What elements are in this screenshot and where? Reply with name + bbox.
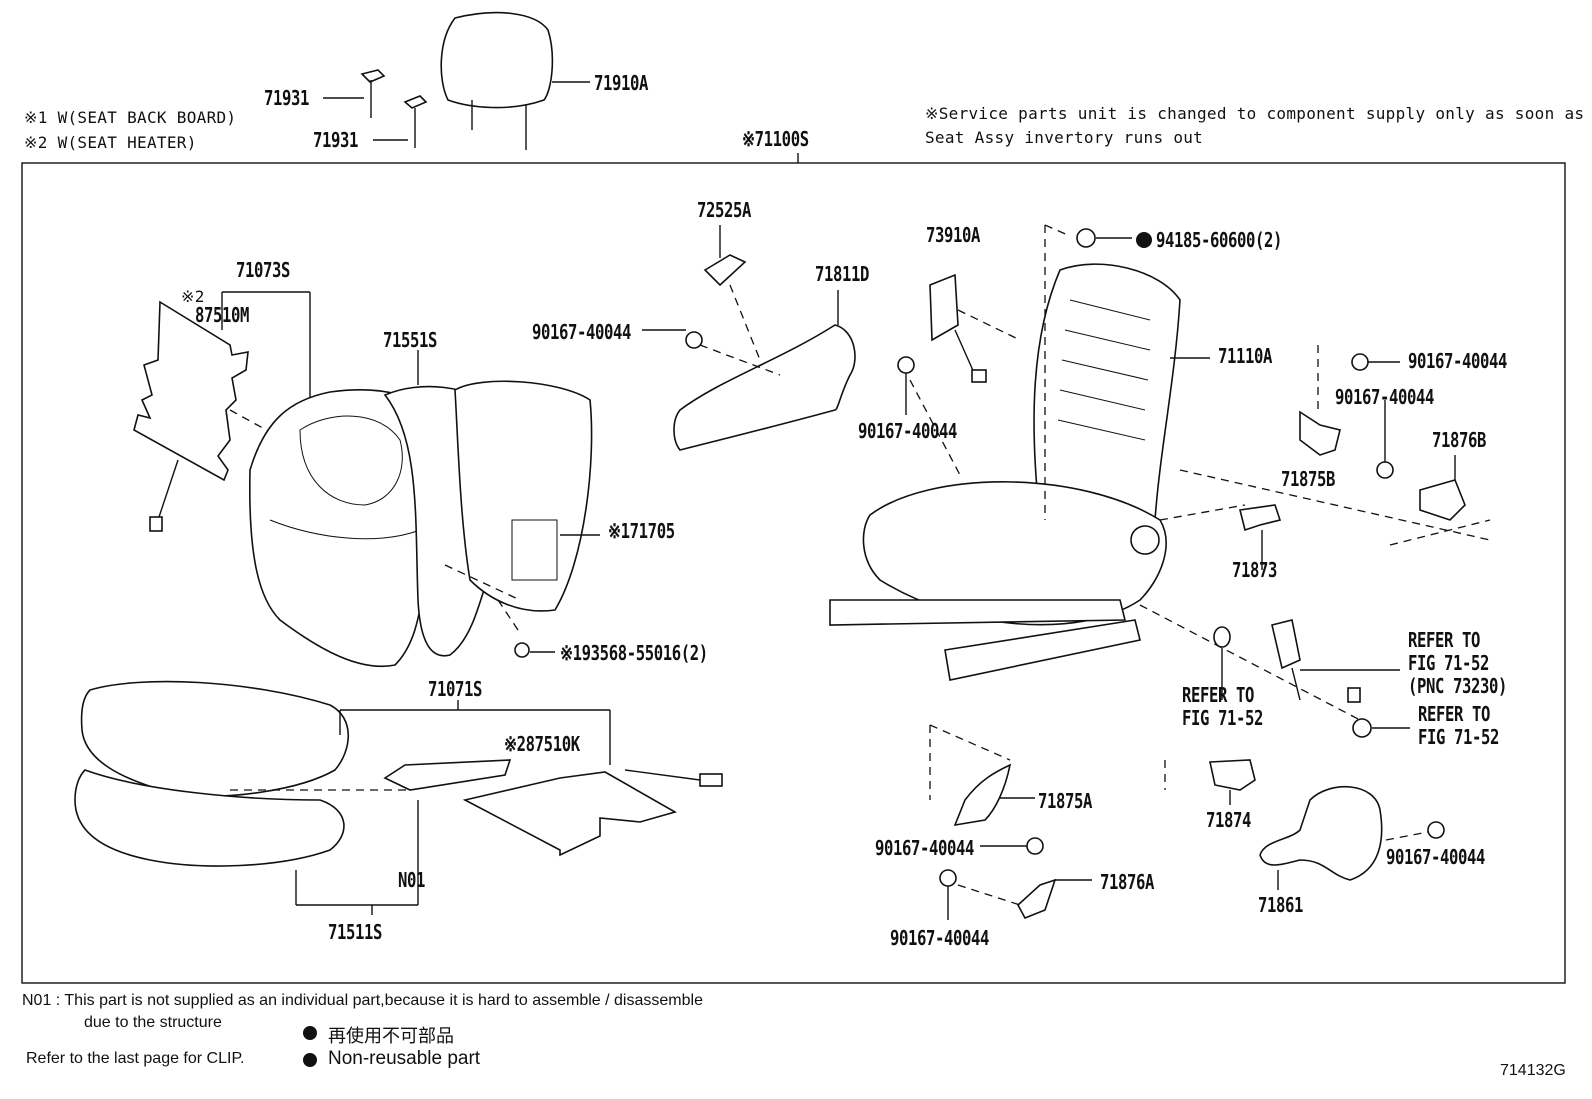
part-90167-40044-g[interactable]: 90167-40044 bbox=[1386, 845, 1486, 869]
part-71875A[interactable]: 71875A bbox=[1038, 789, 1093, 813]
seat-cushion-drawing bbox=[74, 680, 611, 915]
legend-dot-94185 bbox=[1136, 232, 1152, 248]
service-note-line2: Seat Assy invertory runs out bbox=[925, 128, 1204, 147]
lower-brackets-drawing bbox=[929, 724, 1092, 920]
part-90167-40044-d[interactable]: 90167-40044 bbox=[858, 419, 958, 443]
legend-dot-en bbox=[303, 1053, 317, 1067]
part-N01[interactable]: N01 bbox=[398, 868, 426, 892]
refer-fig-71-52-b-line1[interactable]: REFER TO bbox=[1182, 683, 1255, 707]
legend-dot-jp bbox=[303, 1026, 317, 1040]
seat-frame-drawing bbox=[829, 224, 1210, 681]
part-71110A[interactable]: 71110A bbox=[1218, 344, 1273, 368]
part-71071S[interactable]: 71071S bbox=[428, 677, 483, 701]
refer-fig-71-52-b-line2[interactable]: FIG 71-52 bbox=[1182, 706, 1264, 730]
legend-non-reusable-jp: 再使用不可部品 bbox=[328, 1026, 454, 1046]
footer-n01-note: N01 : This part is not supplied as an in… bbox=[22, 992, 703, 1009]
refer-fig-71-52-c-line2[interactable]: FIG 71-52 bbox=[1418, 725, 1500, 749]
part-87510M-mark: ※2 bbox=[181, 287, 205, 306]
airbag-drawing bbox=[929, 273, 1021, 383]
part-71931-upper[interactable]: 71931 bbox=[264, 86, 310, 110]
cover-clip-drawing bbox=[703, 225, 761, 361]
headrest-drawing bbox=[440, 11, 590, 150]
part-93568-55016[interactable]: ※193568-55016(2) bbox=[560, 641, 708, 665]
figure-id: 714132G bbox=[1500, 1062, 1566, 1079]
part-71873[interactable]: 71873 bbox=[1232, 558, 1278, 582]
part-71705[interactable]: ※171705 bbox=[608, 519, 675, 543]
note-seat-back-board: ※1 W(SEAT BACK BOARD) bbox=[24, 108, 237, 127]
part-90167-40044-f[interactable]: 90167-40044 bbox=[890, 926, 990, 950]
seat-heater-back-drawing bbox=[133, 291, 331, 532]
part-71811D[interactable]: 71811D bbox=[815, 262, 870, 286]
refer-fig-71-52-c-line1[interactable]: REFER TO bbox=[1418, 702, 1491, 726]
refer-fig-71-52-a-line3[interactable]: (PNC 73230) bbox=[1408, 674, 1508, 698]
refer-fig-71-52-a-line1[interactable]: REFER TO bbox=[1408, 628, 1481, 652]
service-note-line1: ※Service parts unit is changed to compon… bbox=[925, 104, 1585, 123]
right-parts-drawing bbox=[1139, 345, 1491, 890]
part-87510M[interactable]: 87510M bbox=[195, 303, 250, 327]
part-71861[interactable]: 71861 bbox=[1258, 893, 1304, 917]
footer-clip-reference: Refer to the last page for CLIP. bbox=[26, 1050, 245, 1067]
part-71073S[interactable]: 71073S bbox=[236, 258, 291, 282]
seat-back-board-drawing bbox=[444, 380, 600, 658]
part-71876A[interactable]: 71876A bbox=[1100, 870, 1155, 894]
part-71931-lower[interactable]: 71931 bbox=[313, 128, 359, 152]
seat-heater-cushion-drawing bbox=[383, 759, 723, 857]
part-71876B[interactable]: 71876B bbox=[1432, 428, 1487, 452]
part-71875B[interactable]: 71875B bbox=[1281, 467, 1336, 491]
part-71910A[interactable]: 71910A bbox=[594, 71, 649, 95]
nut-drawing bbox=[1076, 228, 1132, 248]
part-90167-40044-c[interactable]: 90167-40044 bbox=[1335, 385, 1435, 409]
part-87510K[interactable]: ※287510K bbox=[504, 732, 580, 756]
part-90167-40044-a[interactable]: 90167-40044 bbox=[532, 320, 632, 344]
part-90167-40044-e[interactable]: 90167-40044 bbox=[875, 836, 975, 860]
part-73910A[interactable]: 73910A bbox=[926, 223, 981, 247]
part-94185-60600[interactable]: 94185-60600(2) bbox=[1156, 228, 1283, 252]
side-shield-drawing bbox=[642, 290, 856, 451]
note-seat-heater: ※2 W(SEAT HEATER) bbox=[24, 133, 197, 152]
footer-n01-note-cont: due to the structure bbox=[84, 1014, 222, 1031]
part-71100S[interactable]: ※71100S bbox=[742, 127, 809, 151]
part-72525A[interactable]: 72525A bbox=[697, 198, 752, 222]
headrest-guide-drawing bbox=[323, 69, 428, 148]
part-71874[interactable]: 71874 bbox=[1206, 808, 1252, 832]
part-90167-40044-b[interactable]: 90167-40044 bbox=[1408, 349, 1508, 373]
part-71511S[interactable]: 71511S bbox=[328, 920, 383, 944]
assembly-frame bbox=[21, 162, 1566, 984]
refer-fig-71-52-a-line2[interactable]: FIG 71-52 bbox=[1408, 651, 1490, 675]
screw-drawing bbox=[897, 356, 961, 476]
part-71551S[interactable]: 71551S bbox=[383, 328, 438, 352]
legend-non-reusable-en: Non-reusable part bbox=[328, 1048, 481, 1069]
